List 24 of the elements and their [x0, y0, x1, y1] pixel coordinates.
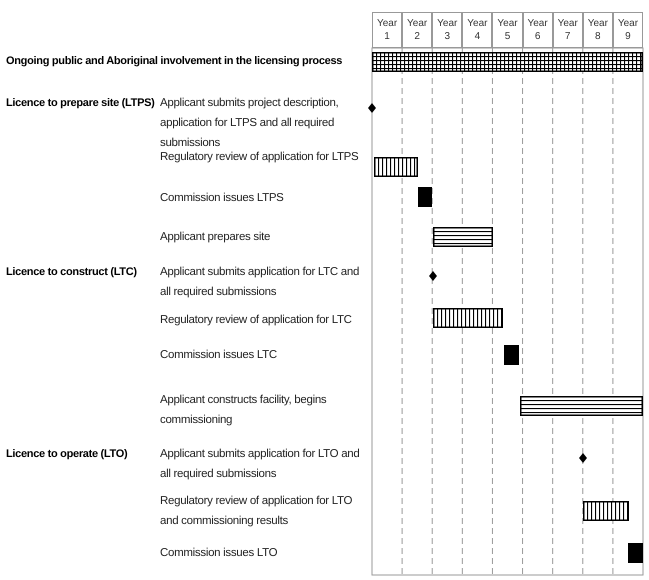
task-label: Commission issues LTPS	[160, 191, 285, 206]
column-header: Year 8	[582, 12, 613, 48]
section-heading: Licence to prepare site (LTPS)	[6, 96, 156, 111]
column-header: Year 6	[522, 12, 553, 48]
section-heading: Licence to operate (LTO)	[6, 447, 128, 462]
task-label: Applicant prepares site	[160, 230, 272, 245]
column-header: Year 4	[462, 12, 492, 48]
column-header: Year 3	[432, 12, 462, 48]
column-header: Year 5	[492, 12, 523, 48]
column-header: Year 2	[402, 12, 432, 48]
task-label: Commission issues LTC	[160, 348, 278, 363]
task-label: Applicant submits application for LTO and all required submissions	[160, 447, 361, 482]
task-label: Commission issues LTO	[160, 546, 278, 561]
section-heading: Ongoing public and Aboriginal involvement in the licensing process	[6, 54, 344, 69]
task-label: Regulatory review of application for LTPS	[160, 150, 360, 165]
task-label: Applicant submits application for LTC and all required submissions	[160, 265, 360, 300]
task-label: Regulatory review of application for LTO and commissioning results	[160, 494, 354, 529]
column-header: Year 1	[372, 12, 402, 48]
section-heading: Licence to construct (LTC)	[6, 265, 138, 280]
task-label: Applicant submits project description, application for LTPS and all required submissions	[160, 96, 340, 151]
task-label: Applicant constructs facility, begins commissioning	[160, 393, 328, 428]
column-header: Year 9	[612, 12, 643, 48]
task-label: Regulatory review of application for LTC	[160, 313, 353, 328]
column-header: Year 7	[552, 12, 583, 48]
